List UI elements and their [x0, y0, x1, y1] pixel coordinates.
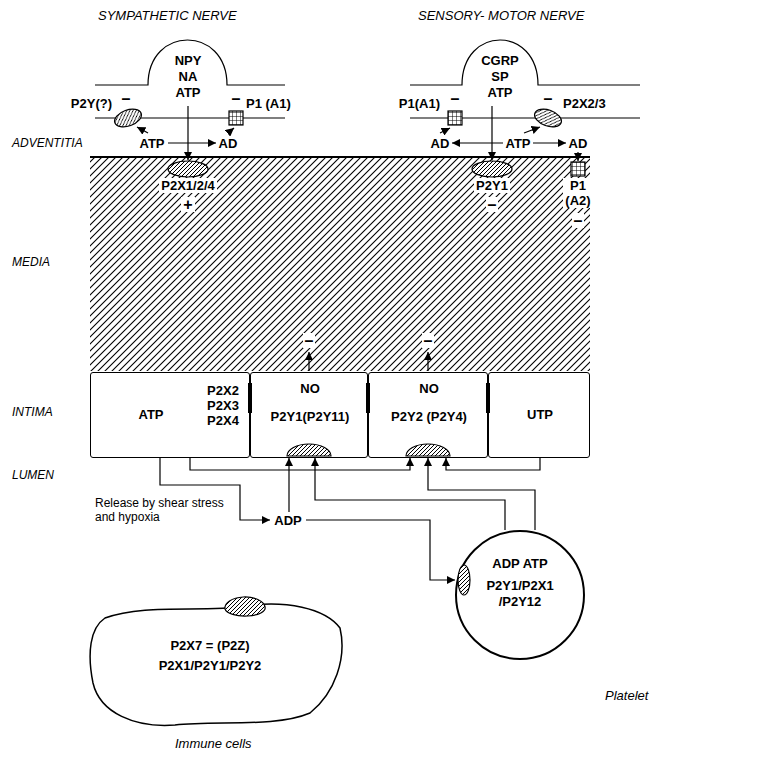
receptor: P1 (A2): [556, 162, 600, 212]
node-text: P2Y1/P2X1: [486, 578, 553, 593]
receptor-label: P1 (A1): [246, 96, 306, 113]
media-band: [90, 157, 590, 371]
endothelial-cell: NO P2Y2 (P2Y4): [368, 372, 488, 458]
node-text: NA: [179, 69, 198, 84]
mediator-label: ATP: [505, 136, 530, 151]
node-text: Platelet: [605, 688, 648, 703]
varicosity: NPYNAATP: [157, 52, 219, 106]
inhibition-sign: –: [122, 91, 131, 106]
connector: [288, 458, 289, 512]
receptor-symbol: [285, 443, 333, 457]
inhibition-sign: –: [544, 91, 553, 106]
node-text: P1 (A2): [563, 178, 592, 208]
excitation-sign: +: [181, 197, 194, 212]
node-text: NPY: [175, 53, 202, 68]
layer-name: INTIMA: [12, 405, 53, 420]
inhibition-sign: –: [486, 197, 499, 212]
node-text: P2X1/2/4: [159, 178, 217, 193]
inhibition-sign: –: [303, 333, 316, 348]
mediator: ADP: [270, 512, 306, 529]
node-text: ADP ATP: [492, 556, 547, 571]
tight-junction: [366, 383, 370, 413]
endothelial-cell: NO P2Y1(P2Y11): [250, 372, 368, 458]
connector: [315, 458, 505, 530]
connector: [446, 458, 540, 470]
receptor-label: P2X2/3: [563, 96, 619, 113]
node-text: CGRP: [481, 53, 519, 68]
receptor-symbol: [154, 160, 222, 178]
receptor-symbol: [112, 106, 144, 131]
note: Release by shear stress and hypoxia: [95, 496, 225, 524]
node-text: P1 (A1): [246, 96, 291, 111]
mediator-label: AD: [569, 136, 588, 151]
node-text: P2Y(?): [71, 96, 112, 111]
endothelial-cell: UTP: [488, 372, 590, 458]
receptor-label: P2Y(?): [48, 96, 112, 113]
inhibition-sign: –: [572, 213, 585, 228]
layer-name: MEDIA: [12, 255, 50, 270]
receptor: P2X1/2/4: [154, 160, 222, 196]
node-text: P1(A1): [399, 96, 440, 111]
connector: [160, 458, 270, 520]
receptor-symbol: [404, 443, 452, 457]
mediator-label: ATP: [139, 136, 164, 151]
receptor-symbol: [462, 160, 522, 178]
tight-junction: [248, 383, 252, 413]
node-text: Immune cells: [175, 736, 252, 751]
node-text: P2X1/P2Y1/P2Y2: [159, 658, 262, 673]
immune-cell: P2X7 = (P2Z)P2X1/P2Y1/P2Y2Immune cells: [85, 598, 347, 728]
node-text: /P2Y12: [499, 594, 542, 609]
varicosity: CGRPSPATP: [469, 52, 531, 106]
node-text: SP: [491, 69, 508, 84]
layer-name: ADVENTITIA: [12, 136, 83, 151]
platelet: ADP ATPP2Y1/P2X1/P2Y12Platelet: [455, 530, 585, 660]
tight-junction: [486, 383, 490, 413]
node-text: UTP: [527, 407, 553, 422]
node-text: ATP: [487, 85, 512, 100]
nerve-title: SYMPATHETIC NERVE: [98, 8, 237, 23]
node-text: P2Y1: [474, 178, 510, 193]
receptor-symbol: [556, 162, 600, 177]
inhibition-sign: –: [451, 91, 460, 106]
receptor-symbol: [532, 106, 564, 131]
node-text: NO: [300, 381, 320, 396]
inhibition-sign: –: [232, 91, 241, 106]
receptor-symbol: [448, 111, 462, 125]
connector: [190, 458, 410, 470]
release-arrows: [137, 127, 578, 371]
node-text: P2X7 = (P2Z): [170, 638, 249, 653]
layer-name: LUMEN: [12, 468, 54, 483]
endothelial-cell: ATP P2X2 P2X3 P2X4: [90, 372, 250, 458]
connector: [306, 520, 455, 580]
node-text: P2Y1(P2Y11): [271, 409, 350, 424]
connector: [491, 106, 492, 160]
media-border: [90, 156, 590, 158]
node-text: ATP: [175, 85, 200, 100]
receptor: P2Y1: [462, 160, 522, 196]
node-text: ADP: [274, 513, 301, 528]
connector: [187, 106, 188, 160]
node-text: P2X2 P2X3 P2X4: [207, 383, 239, 428]
node-text: P2Y2 (P2Y4): [391, 409, 467, 424]
receptor-label: P1(A1): [390, 96, 440, 113]
inhibition-sign: –: [422, 333, 435, 348]
receptor-symbol: [229, 111, 243, 125]
node-text: NO: [419, 381, 439, 396]
mediator-label: AD: [431, 136, 450, 151]
connector: [428, 458, 535, 530]
node-text: ATP: [138, 407, 163, 422]
mediator-label: AD: [219, 136, 238, 151]
node-text: P2X2/3: [563, 96, 606, 111]
nerve-title: SENSORY- MOTOR NERVE: [418, 8, 584, 23]
sensory-axon: [410, 40, 640, 118]
